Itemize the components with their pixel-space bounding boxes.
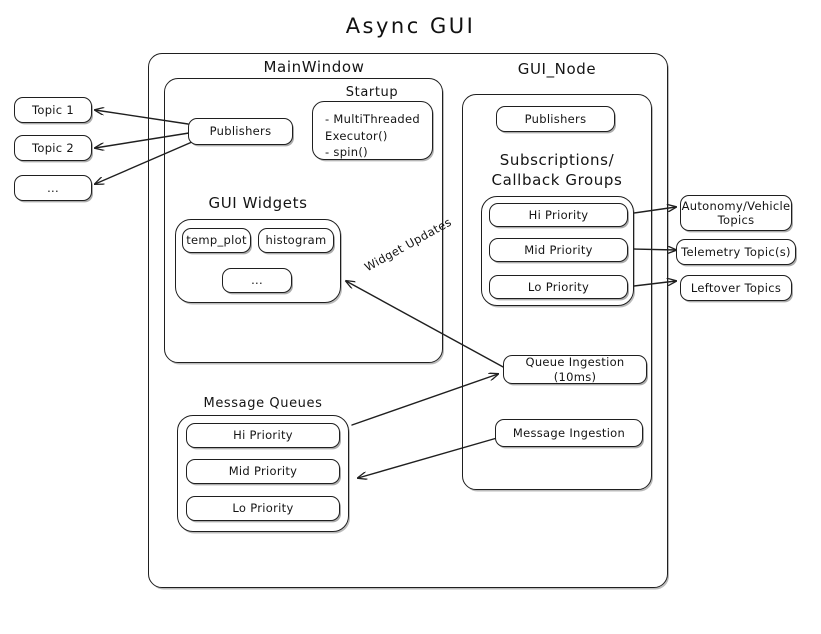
mainwindow-publishers[interactable]: Publishers <box>188 118 293 145</box>
startup-box: - MultiThreaded Executor() - spin() <box>312 101 433 160</box>
left-topic-2[interactable]: Topic 2 <box>14 135 92 161</box>
gui-node-label: GUI_Node <box>517 60 597 78</box>
left-topic-more[interactable]: ... <box>14 175 92 201</box>
subscriptions-label: Subscriptions/ Callback Groups <box>491 151 623 190</box>
message-ingestion-box[interactable]: Message Ingestion <box>495 419 643 447</box>
startup-line-1: - MultiThreaded <box>325 112 421 126</box>
subscriptions-group-box <box>481 196 634 306</box>
gui-widgets-box <box>175 219 341 303</box>
widget-more[interactable]: ... <box>222 268 292 293</box>
widget-histogram[interactable]: histogram <box>258 228 334 253</box>
startup-label: Startup <box>345 85 399 100</box>
mainwindow-label: MainWindow <box>263 58 365 76</box>
widget-temp-plot[interactable]: temp_plot <box>182 228 251 253</box>
right-topic-telemetry[interactable]: Telemetry Topic(s) <box>676 239 796 265</box>
left-topic-1[interactable]: Topic 1 <box>14 97 92 123</box>
message-queues-box <box>177 415 349 532</box>
gui-node-box <box>462 94 652 490</box>
page-title: Async GUI <box>345 14 476 38</box>
queue-ingestion-box[interactable]: Queue Ingestion (10ms) <box>503 355 647 384</box>
queue-mid-priority[interactable]: Mid Priority <box>186 459 340 484</box>
mainwindow-box <box>164 78 443 363</box>
gui-node-publishers[interactable]: Publishers <box>496 106 615 132</box>
right-topic-leftover[interactable]: Leftover Topics <box>680 275 792 301</box>
outer-container <box>148 53 668 588</box>
subscription-mid-priority[interactable]: Mid Priority <box>489 238 628 262</box>
queue-hi-priority[interactable]: Hi Priority <box>186 423 340 448</box>
queue-lo-priority[interactable]: Lo Priority <box>186 496 340 521</box>
startup-line-2: Executor() <box>325 128 388 143</box>
gui-widgets-label: GUI Widgets <box>208 194 308 212</box>
subscription-lo-priority[interactable]: Lo Priority <box>489 275 628 299</box>
message-queues-label: Message Queues <box>203 396 323 411</box>
startup-line-3: - spin() <box>325 145 368 160</box>
right-topic-autonomy-vehicle[interactable]: Autonomy/Vehicle Topics <box>680 195 792 231</box>
subscription-hi-priority[interactable]: Hi Priority <box>489 203 628 227</box>
